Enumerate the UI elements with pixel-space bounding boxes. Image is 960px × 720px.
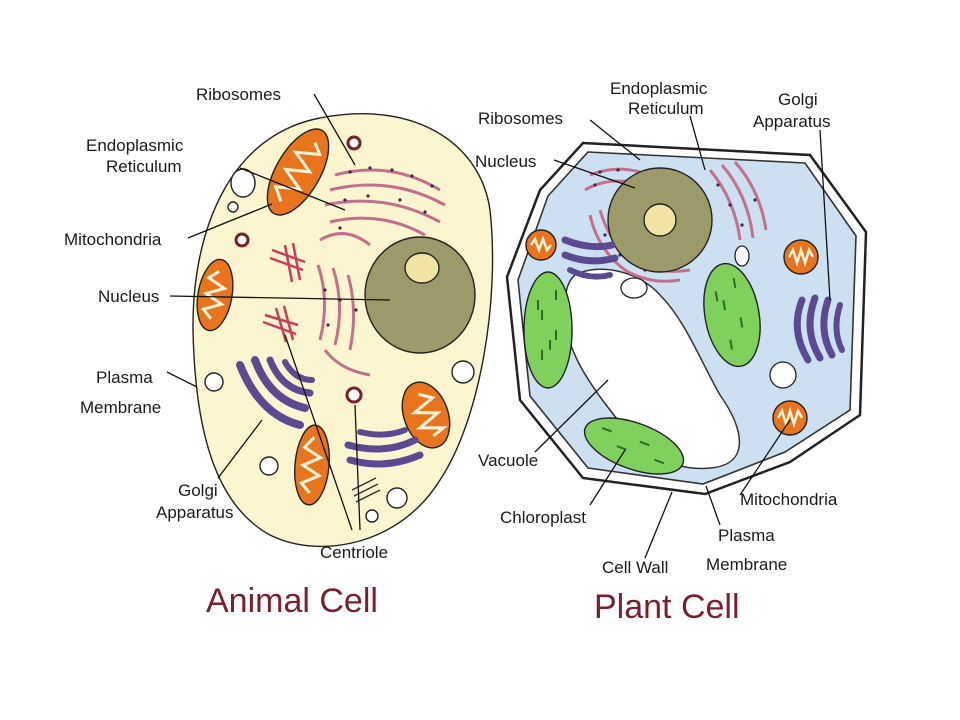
- plant-cell: Ribosomes Endoplasmic Reticulum Golgi Ap…: [475, 79, 868, 626]
- animal-label-ribosomes: Ribosomes: [196, 85, 281, 104]
- animal-golgi-apparatus: [236, 356, 315, 429]
- plant-chloroplast: [583, 417, 685, 475]
- animal-cell: Ribosomes Endoplasmic Reticulum Mitochon…: [64, 85, 494, 620]
- animal-label-centriole: Centriole: [320, 543, 388, 562]
- animal-mitochondrion: [266, 128, 330, 216]
- animal-golgi-apparatus: [344, 427, 424, 468]
- plant-label-vacuole: Vacuole: [478, 451, 538, 470]
- plant-nucleolus: [643, 203, 677, 237]
- animal-label-mitochondria: Mitochondria: [64, 230, 162, 249]
- plant-label-er-line1: Endoplasmic: [610, 79, 708, 98]
- animal-label-plasma-line1: Plasma: [96, 368, 153, 387]
- plant-label-ribosomes: Ribosomes: [478, 109, 563, 128]
- animal-mitochondrion: [401, 381, 451, 449]
- plant-mitochondrion: [525, 229, 557, 261]
- animal-label-golgi-line1: Golgi: [178, 481, 218, 500]
- plant-golgi-apparatus: [561, 236, 619, 280]
- animal-mitochondrion: [294, 424, 330, 506]
- plant-label-golgi-line2: Apparatus: [753, 112, 831, 131]
- animal-label-er-line1: Endoplasmic: [86, 136, 184, 155]
- plant-label-mitochondria: Mitochondria: [740, 490, 838, 509]
- plant-label-plasma-line2: Membrane: [706, 555, 787, 574]
- plant-golgi-apparatus: [793, 294, 845, 364]
- animal-label-plasma-line2: Membrane: [80, 398, 161, 417]
- plant-cell-title: Plant Cell: [594, 588, 740, 626]
- plant-labels: Ribosomes Endoplasmic Reticulum Golgi Ap…: [475, 79, 838, 577]
- plant-leader-lines: [534, 115, 831, 559]
- plant-label-cell-wall: Cell Wall: [602, 558, 668, 577]
- animal-label-golgi-line2: Apparatus: [156, 503, 234, 522]
- plant-vesicles: [620, 245, 797, 389]
- plant-label-chloroplast: Chloroplast: [500, 508, 586, 527]
- animal-endoplasmic-reticulum: [316, 168, 446, 377]
- plant-chloroplast: [523, 271, 573, 389]
- animal-leader-lines: [166, 93, 391, 531]
- plant-label-er-line2: Reticulum: [628, 99, 704, 118]
- animal-lysosomes: [234, 135, 363, 404]
- plant-label-golgi-line1: Golgi: [778, 90, 818, 109]
- animal-nucleolus: [404, 252, 440, 284]
- animal-nucleus: [364, 236, 476, 354]
- plant-mitochondrion: [772, 400, 808, 436]
- animal-mitochondrion: [196, 258, 234, 332]
- animal-cell-title: Animal Cell: [206, 582, 378, 620]
- plant-mitochondrion: [783, 239, 819, 275]
- animal-labels: Ribosomes Endoplasmic Reticulum Mitochon…: [64, 85, 388, 562]
- plant-label-nucleus: Nucleus: [475, 152, 536, 171]
- animal-centrioles: [262, 242, 306, 343]
- animal-label-er-line2: Reticulum: [106, 157, 182, 176]
- animal-vesicles: [204, 168, 475, 523]
- plant-label-plasma-line1: Plasma: [718, 526, 775, 545]
- plant-chloroplast: [703, 262, 761, 368]
- animal-label-nucleus: Nucleus: [98, 287, 159, 306]
